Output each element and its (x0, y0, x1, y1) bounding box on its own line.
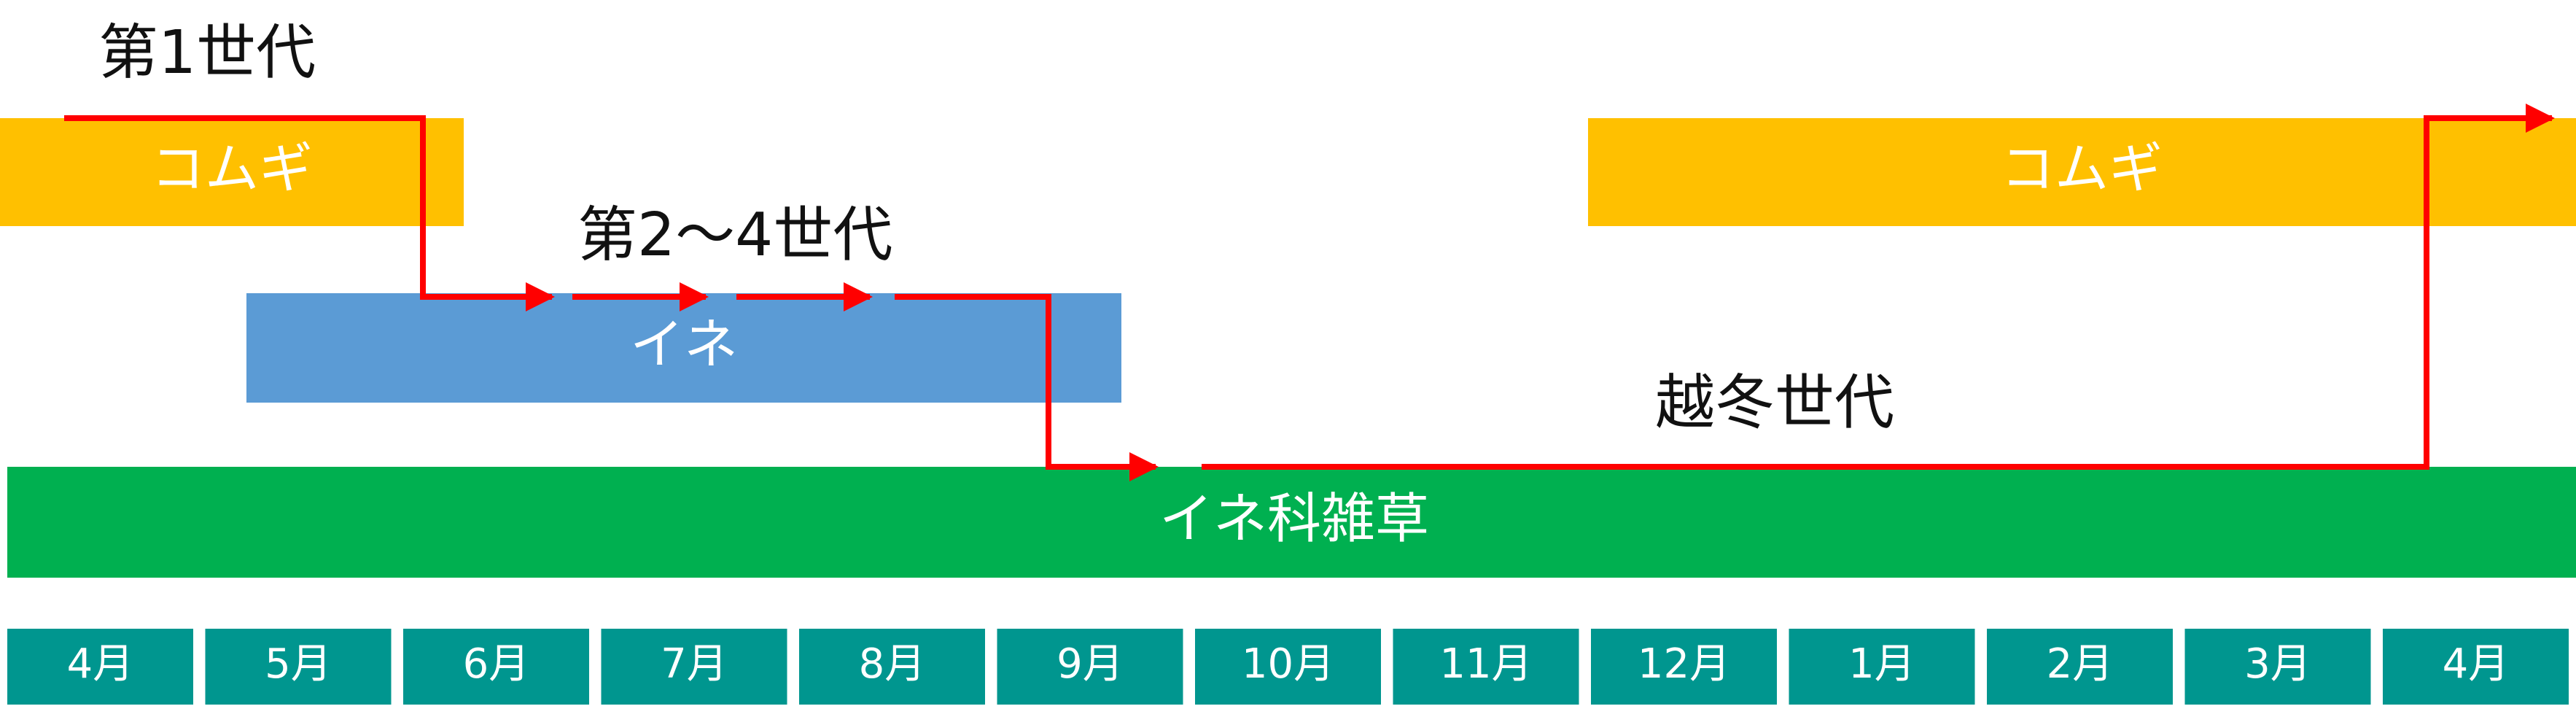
path-gen4 (895, 294, 1159, 481)
month-cell (1987, 629, 2173, 705)
month-cell (601, 629, 787, 705)
month-label: 1月 (1848, 640, 1915, 688)
wheat-bar-right (1588, 118, 2576, 226)
generation-1-label: 第1世代 (98, 18, 316, 88)
month-cell (1789, 629, 1975, 705)
month-cell (1393, 629, 1579, 705)
month-cell (2383, 629, 2569, 705)
wheat-bar-left-label: コムギ (151, 138, 313, 201)
month-label: 7月 (661, 640, 728, 688)
rice-bar (246, 293, 1121, 403)
month-label: 11月 (1439, 640, 1532, 688)
path-overwinter (1202, 104, 2555, 470)
generation-2-4-label: 第2〜4世代 (577, 201, 892, 270)
weeds-bar-label: イネ科雑草 (1159, 488, 1429, 551)
wheat-bar-left (0, 118, 464, 226)
month-cell (1195, 629, 1381, 705)
month-label: 6月 (463, 640, 530, 688)
month-cell (799, 629, 985, 705)
overwinter-generation-label: 越冬世代 (1655, 368, 1894, 438)
rice-bar-label: イネ (630, 314, 738, 376)
month-label: 5月 (265, 640, 332, 688)
month-cell (2184, 629, 2371, 705)
month-cell (7, 629, 193, 705)
month-label: 12月 (1638, 640, 1730, 688)
month-label: 8月 (859, 640, 926, 688)
wheat-bar-right-label: コムギ (2001, 138, 2163, 201)
month-label: 10月 (1242, 640, 1334, 688)
month-cell (997, 629, 1183, 705)
month-timeline: 4月 5月 6月 7月 8月 9月 10月 11月 12月 1月 2月 3月 4月 (7, 629, 2569, 705)
weeds-bar (7, 467, 2576, 578)
month-label: 3月 (2244, 640, 2311, 688)
month-label: 4月 (2443, 640, 2510, 688)
month-label: 9月 (1057, 640, 1124, 688)
month-label: 4月 (67, 640, 134, 688)
path-gen1 (64, 115, 555, 311)
month-cell (403, 629, 589, 705)
month-cell (205, 629, 392, 705)
month-cell (1591, 629, 1777, 705)
month-label: 2月 (2047, 640, 2114, 688)
